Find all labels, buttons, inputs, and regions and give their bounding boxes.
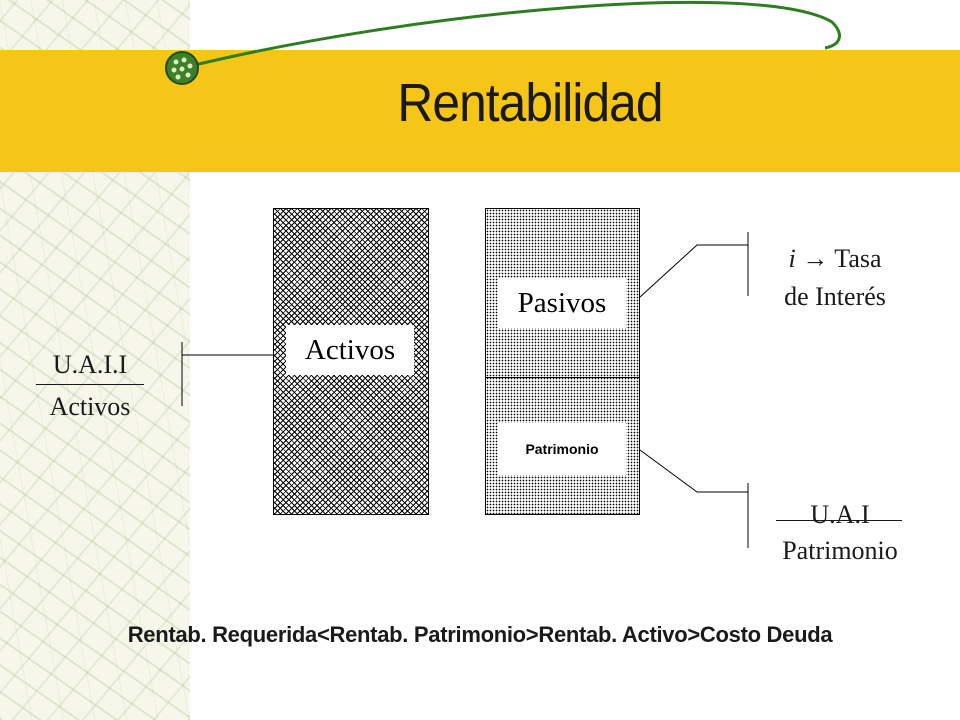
pasivos-connector-line xyxy=(639,244,748,298)
uai-numerator: U.A.I xyxy=(810,500,870,529)
patrimonio-denominator: Patrimonio xyxy=(782,536,898,565)
uaii-numerator: U.A.I.I xyxy=(52,350,128,379)
pasivos-patrimonio-divider xyxy=(485,377,640,378)
title-swoosh-curve xyxy=(181,0,841,70)
title-band xyxy=(0,50,960,172)
arrow-icon: → xyxy=(802,244,829,273)
slide-title: Rentabilidad xyxy=(397,73,663,133)
pasivos-label: Pasivos xyxy=(498,278,626,328)
activos-label: Activos xyxy=(286,325,414,375)
left-fraction-line xyxy=(36,384,144,385)
interest-rate-text: i → Tasa de Interés xyxy=(750,240,920,316)
equity-fraction-line xyxy=(776,520,902,521)
interest-symbol: i xyxy=(788,244,796,273)
profitability-relation-footer: Rentab. Requerida<Rentab. Patrimonio>Ren… xyxy=(127,622,833,647)
patrimonio-connector-line xyxy=(639,449,748,493)
interest-rate-line2: de Interés xyxy=(784,282,886,311)
activos-denominator: Activos xyxy=(49,392,131,421)
interest-rate-line1: i → Tasa xyxy=(750,240,920,278)
patrimonio-label: Patrimonio xyxy=(498,423,626,475)
tasa-word: Tasa xyxy=(834,244,882,273)
